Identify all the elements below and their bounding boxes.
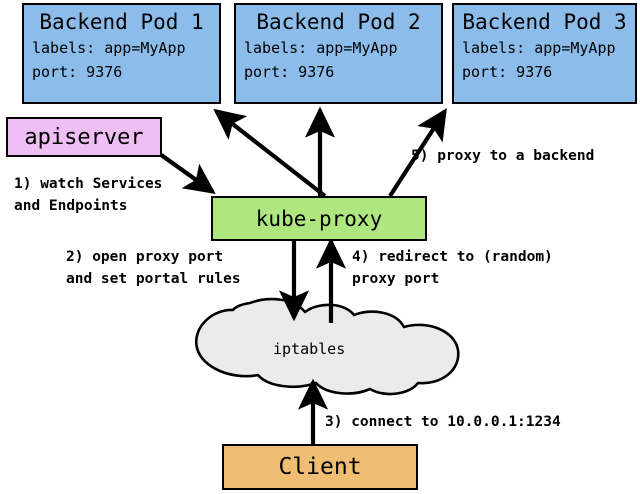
kube-proxy-box: kube-proxy xyxy=(211,196,427,241)
edge-kubeproxy-to-pod3 xyxy=(388,108,447,198)
backend-pod-3-port: port: 9376 xyxy=(462,63,553,81)
backend-pod-1-port: port: 9376 xyxy=(32,63,123,81)
step-3-label: 3) connect to 10.0.0.1:1234 xyxy=(325,411,561,433)
backend-pod-1-title: Backend Pod 1 xyxy=(39,10,204,34)
step-3-line-1: 3) connect to 10.0.0.1:1234 xyxy=(325,414,561,430)
iptables-cloud-shape xyxy=(194,297,460,396)
apiserver-box: apiserver xyxy=(6,117,162,157)
step-5-line-1: 5) proxy to a backend xyxy=(411,148,595,164)
step-1-line-2: and Endpoints xyxy=(14,198,128,214)
backend-pod-2-title: Backend Pod 2 xyxy=(256,10,421,34)
backend-pod-2-box: Backend Pod 2 labels: app=MyApp port: 93… xyxy=(234,3,443,104)
apiserver-label: apiserver xyxy=(24,124,144,150)
step-4-label: 4) redirect to (random) proxy port xyxy=(352,246,553,290)
step-5-label: 5) proxy to a backend xyxy=(411,145,594,167)
iptables-label: iptables xyxy=(273,340,346,358)
step-4-line-2: proxy port xyxy=(352,271,440,287)
backend-pod-3-title: Backend Pod 3 xyxy=(462,10,627,34)
step-4-line-1: 4) redirect to (random) xyxy=(352,249,553,265)
step-2-label: 2) open proxy port and set portal rules xyxy=(66,246,241,290)
step-1-label: 1) watch Services and Endpoints xyxy=(14,173,162,217)
step-2-line-2: and set portal rules xyxy=(66,271,241,287)
step-1-line-1: 1) watch Services xyxy=(14,176,163,192)
edge-kubeproxy-to-pod1 xyxy=(213,108,327,198)
kube-proxy-label: kube-proxy xyxy=(255,206,383,231)
backend-pod-3-box: Backend Pod 3 labels: app=MyApp port: 93… xyxy=(452,3,637,104)
backend-pod-1-box: Backend Pod 1 labels: app=MyApp port: 93… xyxy=(22,3,221,104)
backend-pod-2-port: port: 9376 xyxy=(244,63,335,81)
backend-pod-3-labels: labels: app=MyApp xyxy=(462,39,616,57)
client-label: Client xyxy=(278,454,362,480)
client-box: Client xyxy=(222,444,418,490)
step-2-line-1: 2) open proxy port xyxy=(66,249,224,265)
edge-apiserver-to-kubeproxy xyxy=(155,150,216,194)
backend-pod-2-labels: labels: app=MyApp xyxy=(244,39,398,57)
backend-pod-1-labels: labels: app=MyApp xyxy=(32,39,186,57)
